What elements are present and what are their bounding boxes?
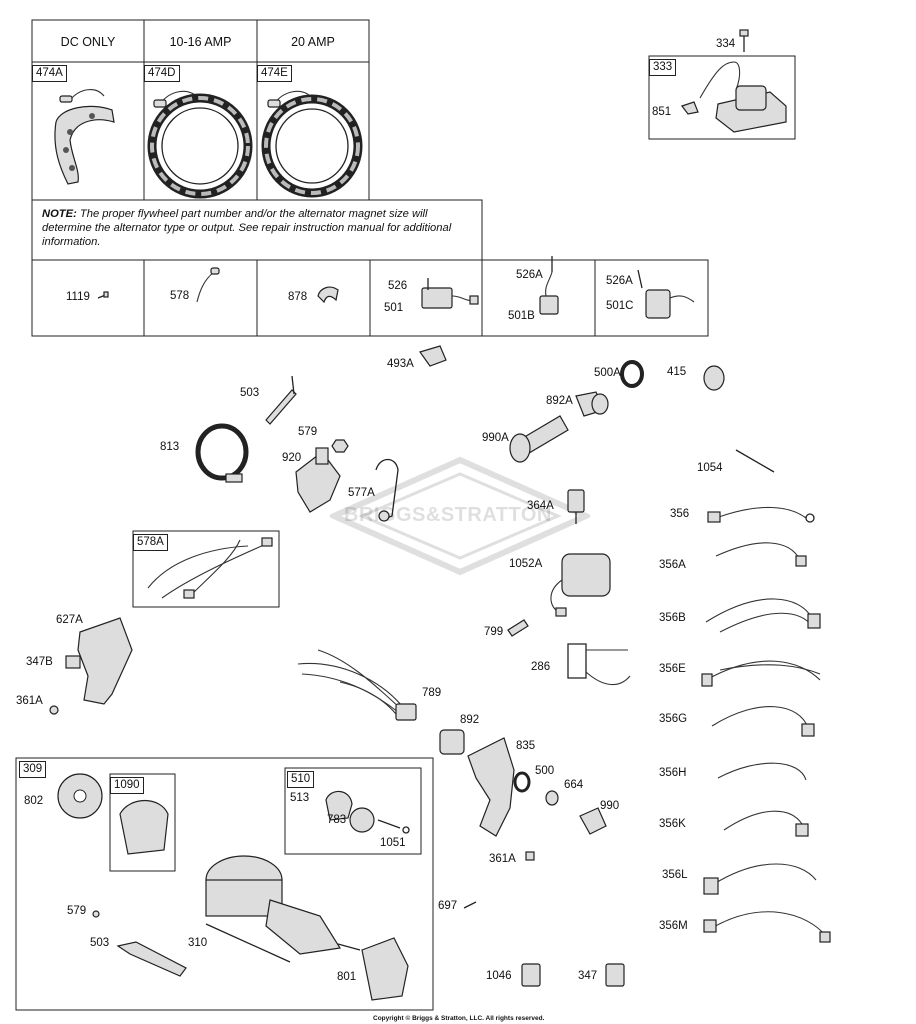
label-500a: 500A (594, 367, 621, 379)
label-286: 286 (531, 661, 551, 673)
label-1052a: 1052A (509, 558, 543, 570)
wire-harness-578a-drawing (132, 530, 280, 608)
label-500: 500 (535, 765, 555, 777)
label-310: 310 (188, 937, 208, 949)
ignition-coil-drawing (648, 29, 796, 140)
mid-part-drawings (195, 345, 775, 987)
header-10-16-amp: 10-16 AMP (169, 35, 232, 49)
label-493a: 493A (387, 358, 414, 370)
label-878: 878 (288, 291, 308, 303)
label-578: 578 (170, 290, 190, 302)
label-835: 835 (516, 740, 536, 752)
label-309: 309 (19, 761, 47, 778)
variant-474d: 474D (144, 65, 180, 82)
label-347: 347 (578, 970, 598, 982)
label-577a: 577A (348, 487, 375, 499)
label-579-lower: 579 (67, 905, 87, 917)
label-334: 334 (716, 38, 736, 50)
copyright: Copyright © Briggs & Stratton, LLC. All … (373, 1015, 545, 1022)
label-356m: 356M (659, 920, 688, 932)
label-364a: 364A (527, 500, 554, 512)
label-356g: 356G (659, 713, 688, 725)
label-802: 802 (24, 795, 44, 807)
label-1046: 1046 (486, 970, 512, 982)
label-361a-upper: 361A (16, 695, 43, 707)
alternator-474a-drawing (54, 89, 115, 185)
label-356: 356 (670, 508, 690, 520)
label-664: 664 (564, 779, 584, 791)
note-text: The proper flywheel part number and/or t… (42, 208, 452, 248)
bracket-627a-drawing (49, 617, 133, 715)
label-347b: 347B (26, 656, 53, 668)
variant-474e: 474E (257, 65, 292, 82)
variant-474a: 474A (32, 65, 67, 82)
label-579-upper: 579 (298, 426, 318, 438)
alternator-474d-drawing (147, 90, 253, 199)
label-356e: 356E (659, 663, 686, 675)
header-dc-only: DC ONLY (60, 35, 116, 49)
label-501c: 501C (606, 300, 634, 312)
label-578a: 578A (133, 534, 168, 551)
label-356l: 356L (662, 869, 688, 881)
alternator-note: NOTE: The proper flywheel part number an… (42, 207, 480, 249)
label-789: 789 (422, 687, 442, 699)
label-801: 801 (337, 971, 357, 983)
label-513: 513 (290, 792, 310, 804)
label-990a: 990A (482, 432, 509, 444)
label-892: 892 (460, 714, 480, 726)
note-prefix: NOTE: (42, 208, 77, 220)
label-356h: 356H (659, 767, 687, 779)
label-851: 851 (652, 106, 672, 118)
label-1090: 1090 (110, 777, 144, 794)
watermark-text: BRIGGS&STRATTON (344, 504, 552, 526)
label-503-upper: 503 (240, 387, 260, 399)
alternator-474e-drawing (261, 90, 363, 198)
label-1119: 1119 (66, 291, 90, 303)
label-1051: 1051 (380, 837, 406, 849)
label-783: 783 (327, 814, 347, 826)
label-501: 501 (384, 302, 404, 314)
label-415: 415 (667, 366, 687, 378)
label-627a: 627A (56, 614, 83, 626)
label-526: 526 (388, 280, 408, 292)
label-356k: 356K (659, 818, 686, 830)
label-503-lower: 503 (90, 937, 110, 949)
label-892a: 892A (546, 395, 573, 407)
label-501b: 501B (508, 310, 535, 322)
label-333: 333 (649, 59, 677, 76)
label-526a-1: 526A (516, 269, 543, 281)
row2-part-drawings (97, 256, 695, 319)
label-990: 990 (600, 800, 620, 812)
label-526a-2: 526A (606, 275, 633, 287)
label-813: 813 (160, 441, 180, 453)
label-1054: 1054 (697, 462, 723, 474)
label-356a: 356A (659, 559, 686, 571)
label-799: 799 (484, 626, 504, 638)
label-510: 510 (287, 771, 315, 788)
label-356b: 356B (659, 612, 686, 624)
label-697: 697 (438, 900, 458, 912)
briggs-stratton-logo-watermark (330, 456, 590, 576)
label-361a-lower: 361A (489, 853, 516, 865)
label-920: 920 (282, 452, 302, 464)
starter-motor-309-drawing (15, 757, 434, 1011)
alternator-table-frame (31, 19, 709, 337)
header-20-amp: 20 AMP (291, 35, 335, 49)
harness-356-series-drawings (701, 506, 831, 943)
